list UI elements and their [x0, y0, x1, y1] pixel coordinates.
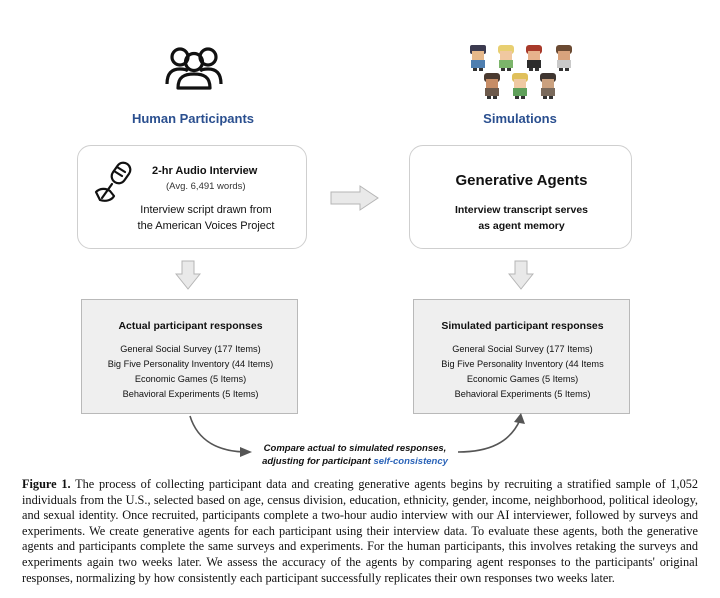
interview-line-2: the American Voices Project — [137, 220, 275, 232]
list-item: General Social Survey (177 Items) — [452, 344, 593, 354]
interview-subtitle: (Avg. 6,491 words) — [166, 181, 246, 192]
agents-line-2: as agent memory — [478, 220, 565, 232]
compare-line-2-prefix: adjusting for participant — [262, 456, 374, 467]
figure-caption: Figure 1. The process of collecting part… — [22, 477, 698, 586]
list-item: Behavioral Experiments (5 Items) — [454, 389, 591, 399]
arrow-right-icon — [330, 185, 379, 211]
agents-title: Generative Agents — [455, 172, 588, 189]
compare-line-2: adjusting for participant self-consisten… — [240, 456, 470, 467]
simulated-responses-box: Simulated participant responses General … — [413, 299, 630, 414]
compare-line-1: Compare actual to simulated responses, — [263, 443, 447, 454]
compare-arrows — [189, 413, 525, 457]
left-header: Human Participants — [131, 111, 255, 126]
simulated-title: Simulated participant responses — [441, 320, 604, 332]
list-item: Big Five Personality Inventory (44 Items — [441, 359, 604, 369]
interview-title: 2-hr Audio Interview — [152, 165, 258, 177]
list-item: Big Five Personality Inventory (44 Items… — [107, 359, 274, 369]
caption-text: The process of collecting participant da… — [22, 477, 699, 585]
arrow-down-icon — [508, 260, 534, 290]
people-group-icon — [165, 47, 223, 90]
actual-title: Actual participant responses — [118, 320, 263, 332]
interview-card: 2-hr Audio Interview (Avg. 6,491 words) … — [77, 145, 307, 249]
arrow-down-icon — [175, 260, 201, 290]
microphone-icon — [94, 161, 132, 202]
list-item: Behavioral Experiments (5 Items) — [122, 389, 259, 399]
actual-responses-box: Actual participant responses General Soc… — [81, 299, 298, 414]
agent-avatars — [466, 43, 582, 101]
agents-line-1: Interview transcript serves — [454, 204, 589, 216]
self-consistency-text: self-consistency — [373, 456, 448, 467]
caption-label: Figure 1. — [22, 477, 71, 491]
list-item: Economic Games (5 Items) — [466, 374, 579, 384]
list-item: Economic Games (5 Items) — [134, 374, 247, 384]
generative-agents-card: Generative Agents Interview transcript s… — [409, 145, 632, 249]
list-item: General Social Survey (177 Items) — [120, 344, 261, 354]
interview-line-1: Interview script drawn from — [140, 204, 272, 216]
right-header: Simulations — [483, 111, 557, 126]
